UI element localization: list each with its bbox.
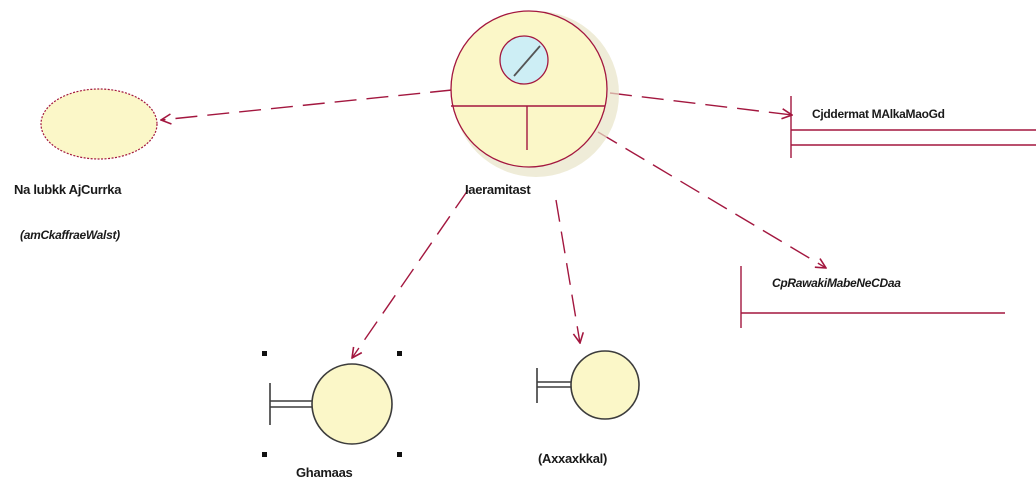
boundary-right-name: (Axxaxkkal) <box>538 451 607 466</box>
class-box-mid[interactable] <box>740 266 1005 328</box>
boundary-right-icon[interactable] <box>536 350 640 420</box>
class-top-name: Cjddermat MAlkaMaoGd <box>812 107 945 121</box>
usecase-name: Na lubkk AjCurrka <box>14 182 122 197</box>
class-box-top[interactable] <box>790 96 1036 158</box>
usecase-stereotype: (amCkaffraeWalst) <box>20 228 120 242</box>
dependency-arrow-to-class-mid[interactable] <box>597 131 826 268</box>
dependency-arrow-to-boundary-right[interactable] <box>555 199 580 343</box>
dependency-arrow-to-boundary-left[interactable] <box>352 189 469 358</box>
usecase-ellipse[interactable] <box>40 88 158 160</box>
boundary-left-icon[interactable] <box>269 363 393 445</box>
controller-name: Iaeramitast <box>465 182 531 197</box>
controller-entity-icon[interactable] <box>450 10 619 177</box>
class-mid-name: CpRawakiMabeNeCDaa <box>772 276 901 290</box>
dependency-arrow-to-class-top[interactable] <box>609 92 792 115</box>
boundary-left-name: Ghamaas <box>296 465 353 480</box>
selection-handles[interactable] <box>262 351 402 457</box>
dependency-arrow-to-usecase[interactable] <box>161 89 453 120</box>
